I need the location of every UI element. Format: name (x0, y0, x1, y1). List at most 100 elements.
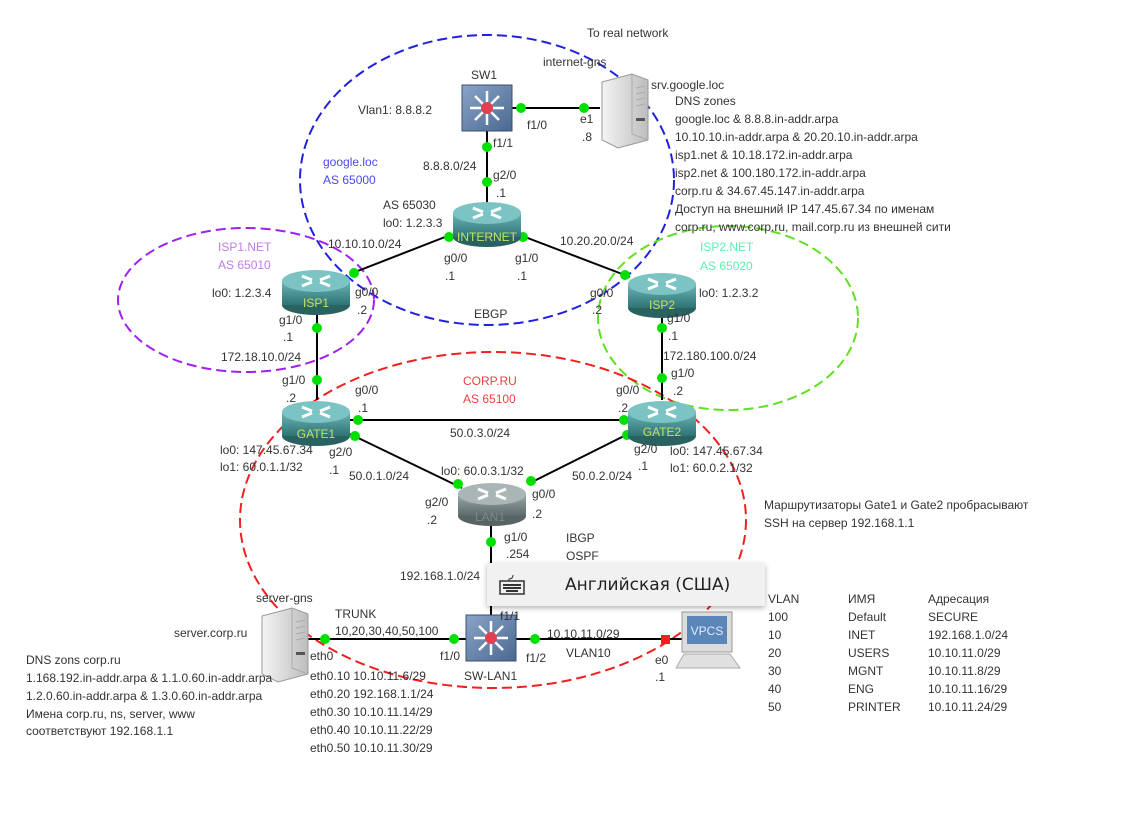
lan1-name: LAN1 (475, 510, 505, 524)
iface-line: eth0.40 10.10.11.22/29 (310, 723, 433, 737)
port-label: g0/0 (355, 383, 379, 397)
srv-google-dns-notes: DNS zones google.loc & 8.8.8.in-addr.arp… (675, 94, 951, 234)
ip-label: .1 (517, 269, 527, 283)
note-line: Доступ на внешний IP 147.45.67.34 по име… (675, 202, 934, 216)
gate1-name: GATE1 (297, 427, 336, 441)
keyboard-layout-popup[interactable]: Английская (США) (487, 563, 765, 606)
trunk-label: TRUNK (335, 607, 376, 621)
table-cell: 100 (768, 610, 788, 624)
internet-gns-cloud: internet-gns (543, 55, 606, 69)
table-cell: PRINTER (848, 700, 901, 714)
net-label: 172.180.100.0/24 (663, 349, 757, 363)
loopback-label: lo0: 147.45.67.34 (220, 443, 313, 457)
sw-lan1-name: SW-LAN1 (464, 669, 517, 683)
sw1-switch-icon[interactable] (460, 83, 514, 133)
ip-label: .2 (427, 513, 437, 527)
table-cell: 192.168.1.0/24 (928, 628, 1008, 642)
as-number: AS 65020 (700, 259, 753, 273)
ospf-label: OSPF (566, 549, 599, 563)
as-number: AS 65030 (383, 198, 436, 212)
port-label: g2/0 (493, 168, 517, 182)
table-cell: SECURE (928, 610, 978, 624)
trunk-vlans: 10,20,30,40,50,100 (335, 624, 439, 638)
isp2-name: ISP2 (649, 298, 675, 312)
table-cell: 40 (768, 682, 782, 696)
vlan-table-rows: 100 Default SECURE 10 INET 192.168.1.0/24 20 US… (768, 610, 1008, 714)
loopback-label: lo0: 1.2.3.2 (699, 286, 759, 300)
loopback-label: lo0: 1.2.3.4 (212, 286, 272, 300)
port-label: g1/0 (515, 251, 539, 265)
loopback-label: lo1: 60.0.1.1/32 (220, 460, 303, 474)
ip-label: .254 (506, 547, 530, 561)
server-name: server.corp.ru (174, 626, 247, 640)
port-label: g0/0 (590, 286, 614, 300)
note-line: 10.10.10.in-addr.arpa & 20.20.10.in-addr… (675, 130, 918, 144)
ip-label: .2 (357, 303, 367, 317)
port-label: g2/0 (329, 445, 353, 459)
loopback-label: lo0: 60.0.3.1/32 (441, 464, 524, 478)
table-cell: 30 (768, 664, 782, 678)
loopback-label: lo0: 147.45.67.34 (670, 444, 763, 458)
port-label: f1/1 (500, 609, 520, 623)
sw1-vlan: Vlan1: 8.8.8.2 (358, 103, 432, 117)
port-label: e0 (655, 653, 669, 667)
table-cell: 20 (768, 646, 782, 660)
internet-name: INTERNET (457, 230, 518, 244)
as-name: ISP1.NET (218, 240, 272, 254)
table-cell: INET (848, 628, 876, 642)
gate2-router-icon[interactable] (626, 399, 698, 448)
ip-label: .8 (582, 130, 592, 144)
ip-label: .1 (638, 459, 648, 473)
table-cell: 10.10.11.0/29 (928, 646, 1001, 660)
port-label: f1/0 (440, 649, 460, 663)
port-label: g1/0 (279, 313, 303, 327)
sw1-name: SW1 (471, 68, 497, 82)
note-line: соответствуют 192.168.1.1 (26, 724, 173, 738)
as-name: google.loc (323, 155, 378, 169)
as-number: AS 65010 (218, 258, 271, 272)
net-label: 50.0.2.0/24 (572, 469, 632, 483)
ip-label: .2 (618, 401, 628, 415)
as-number: AS 65100 (463, 392, 516, 406)
table-cell: ENG (848, 682, 874, 696)
table-cell: 10.10.11.8/29 (928, 664, 1001, 678)
as-internet-boundary (299, 34, 675, 326)
table-cell: 10 (768, 628, 782, 642)
note-line: Имена corp.ru, ns, server, www (26, 707, 195, 721)
port-label: f1/2 (526, 651, 546, 665)
ip-label: .2 (592, 303, 602, 317)
srv-google-server-icon[interactable] (601, 73, 649, 149)
table-cell: 10.10.11.24/29 (928, 700, 1008, 714)
vpcs-name: VPCS (691, 624, 724, 638)
loopback-label: lo0: 1.2.3.3 (383, 216, 443, 230)
server-dns-notes: DNS zons corp.ru 1.168.192.in-addr.arpa … (26, 653, 273, 738)
ip-label: .1 (445, 269, 455, 283)
net-label: 50.0.3.0/24 (450, 426, 510, 440)
table-cell: Default (848, 610, 887, 624)
iface-line: eth0.30 10.10.11.14/29 (310, 705, 433, 719)
keyboard-icon (499, 574, 525, 595)
ip-label: .2 (673, 384, 683, 398)
iface-line: eth0.10 10.10.11.6/29 (310, 669, 426, 683)
note-line: 1.2.0.60.in-addr.arpa & 1.3.0.60.in-addr… (26, 689, 262, 703)
table-header: ИМЯ (848, 592, 875, 606)
link-dots (312, 103, 670, 644)
port-label: f1/1 (493, 136, 513, 150)
iface-line: eth0.50 10.10.11.30/29 (310, 741, 433, 755)
note-line: corp.ru, www.corp.ru, mail.corp.ru из вн… (675, 220, 951, 234)
table-cell: MGNT (848, 664, 884, 678)
net-label: 10.10.11.0/29 (547, 627, 620, 641)
ip-label: .1 (496, 186, 506, 200)
ip-label: .1 (668, 329, 678, 343)
ssh-note-line: Маршрутизаторы Gate1 и Gate2 пробрасываю… (764, 498, 1029, 512)
table-cell: USERS (848, 646, 889, 660)
keyboard-layout-name: Английская (США) (565, 574, 731, 595)
ip-label: .1 (655, 670, 665, 684)
lan1-router-icon[interactable] (458, 483, 526, 526)
table-cell: 10.10.11.16/29 (928, 682, 1008, 696)
table-header: Адресация (928, 592, 989, 606)
vpcs-computer-icon[interactable]: VPCS (675, 611, 741, 669)
net-label: 172.18.10.0/24 (221, 350, 301, 364)
